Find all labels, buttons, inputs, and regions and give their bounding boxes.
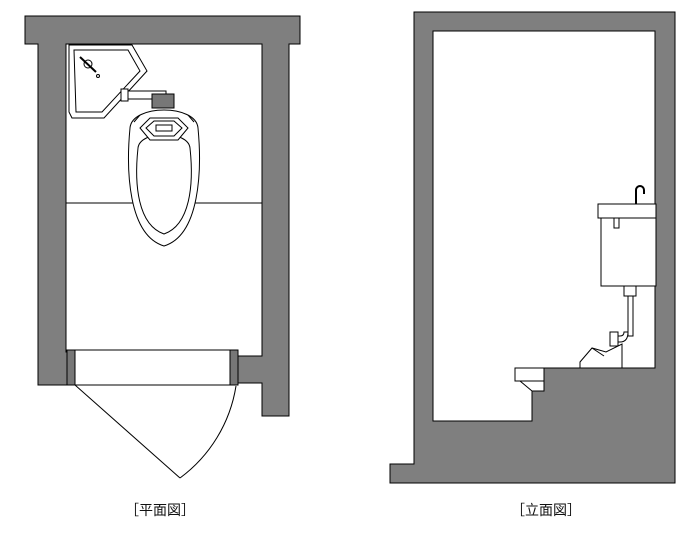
plan-door [66, 349, 239, 479]
flush-tank [597, 185, 657, 297]
floor-toilet-plan [128, 109, 200, 247]
corner-washbasin [68, 44, 148, 119]
elevation-view-caption: ［立面図］ [511, 503, 581, 519]
elevation-step [514, 367, 545, 392]
flush-pipe [120, 88, 175, 109]
plan-view-caption: ［平面図］ [125, 503, 195, 519]
elevation-flush-pipe [609, 295, 634, 347]
plan-walls [24, 15, 301, 417]
plan-view [24, 15, 301, 479]
floor-toilet-elevation [579, 343, 623, 369]
elevation-walls [389, 11, 676, 484]
elevation-view [389, 11, 676, 484]
